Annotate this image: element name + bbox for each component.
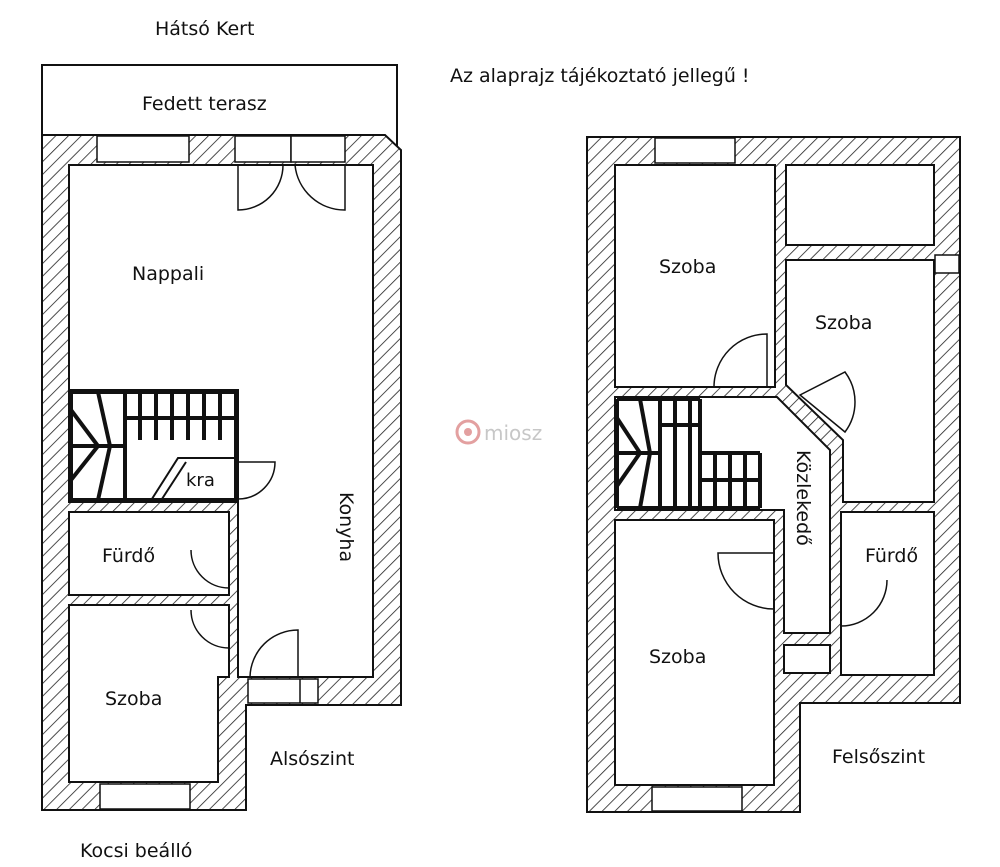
- upper-hallway-label: Közlekedő: [792, 450, 814, 546]
- window: [96, 135, 190, 163]
- window: [234, 135, 292, 163]
- upper-room1-label: Szoba: [659, 256, 716, 278]
- storage-door: [237, 461, 276, 500]
- ground-floor-plan: kra: [41, 134, 402, 811]
- bathroom-door: [190, 549, 230, 589]
- entrance-door: [249, 629, 299, 678]
- upper-room3: [614, 519, 775, 786]
- upper-bathroom-room: [840, 511, 935, 676]
- living-room-label: Nappali: [132, 263, 204, 285]
- ground-floor-staircase: [69, 390, 238, 502]
- upper-floor-staircase: [615, 397, 762, 510]
- terrace-door-left: [237, 164, 284, 211]
- upper-room2-label: Szoba: [815, 312, 872, 334]
- window: [99, 783, 191, 810]
- back-garden-label: Hátsó Kert: [155, 18, 254, 40]
- ground-floor-bathroom-room: [68, 511, 230, 596]
- upper-closet: [783, 644, 831, 674]
- kitchen-label: Konyha: [335, 492, 357, 562]
- upper-room3-label: Szoba: [649, 646, 706, 668]
- upper-room2: [785, 259, 935, 503]
- ground-bathroom-label: Fürdő: [102, 545, 155, 567]
- ground-floor-bedroom-room: [68, 604, 230, 783]
- covered-terrace-label: Fedett terasz: [142, 93, 267, 115]
- upper-storage-room: [785, 164, 935, 246]
- upper-floor-plan: Szoba Szoba Közlekedő Fürdő Szoba Felsős…: [586, 136, 961, 813]
- ground-floor-level-label: Alsószint: [270, 748, 354, 770]
- window: [934, 254, 960, 274]
- upper-room1-door: [713, 333, 768, 388]
- upper-floor-level-label: Felsőszint: [832, 746, 925, 768]
- watermark-text: miosz: [484, 421, 542, 445]
- terrace-door-right: [294, 164, 346, 211]
- miosz-watermark: miosz: [455, 419, 542, 445]
- bedroom-door: [190, 609, 230, 649]
- upper-room3-door: [717, 552, 775, 610]
- window: [247, 678, 319, 704]
- upper-room2-door: [798, 371, 856, 434]
- storage-wall: [149, 457, 238, 503]
- window: [290, 135, 346, 163]
- window: [651, 786, 743, 812]
- covered-terrace: Fedett terasz: [41, 64, 398, 148]
- upper-bathroom-door: [840, 579, 888, 627]
- ground-bedroom-label: Szoba: [105, 688, 162, 710]
- car-port-label: Kocsi beálló: [80, 840, 192, 862]
- storage-label: kra: [186, 470, 215, 491]
- upper-room1: [614, 164, 776, 388]
- disclaimer-label: Az alaprajz tájékoztató jellegű !: [450, 65, 750, 87]
- window: [654, 137, 736, 164]
- upper-bathroom-label: Fürdő: [865, 545, 918, 567]
